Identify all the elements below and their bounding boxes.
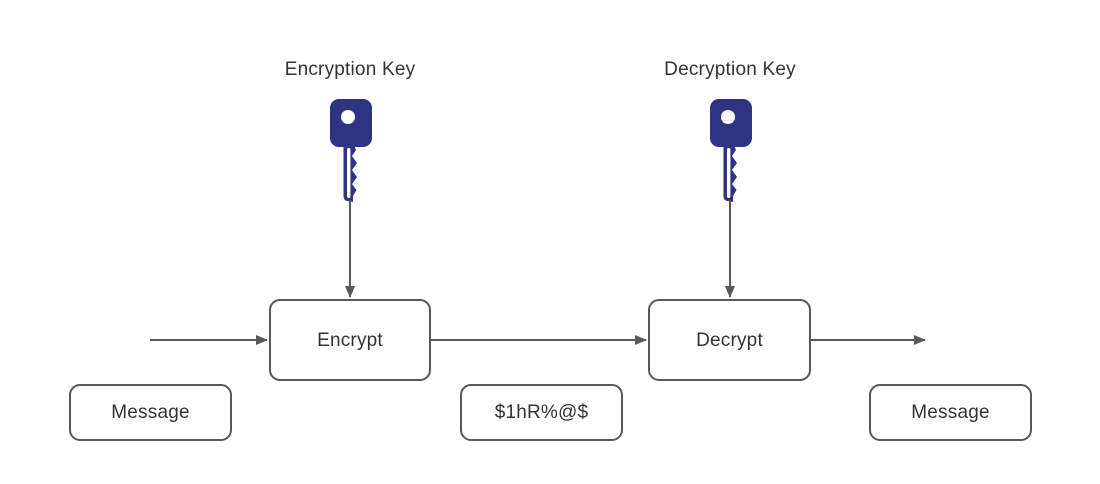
decryption-key-caption: Decryption Key <box>664 58 796 80</box>
encryption-key-caption: Encryption Key <box>284 58 416 80</box>
node-box-message-output[interactable] <box>869 384 1032 441</box>
node-label-decrypt[interactable]: Decrypt <box>696 329 763 351</box>
node-box-message-input[interactable] <box>69 384 232 441</box>
decryption-key-icon <box>710 99 752 202</box>
node-box-encrypt[interactable] <box>269 299 431 381</box>
node-label-ciphertext[interactable]: $1hR%@$ <box>494 402 589 423</box>
node-box-decrypt[interactable] <box>648 299 811 381</box>
node-label-message-input[interactable]: Message <box>111 402 190 423</box>
encryption-key-icon <box>330 99 372 202</box>
node-box-ciphertext[interactable] <box>460 384 623 441</box>
node-label-encrypt[interactable]: Encrypt <box>317 329 383 351</box>
node-label-message-output[interactable]: Message <box>911 402 990 423</box>
